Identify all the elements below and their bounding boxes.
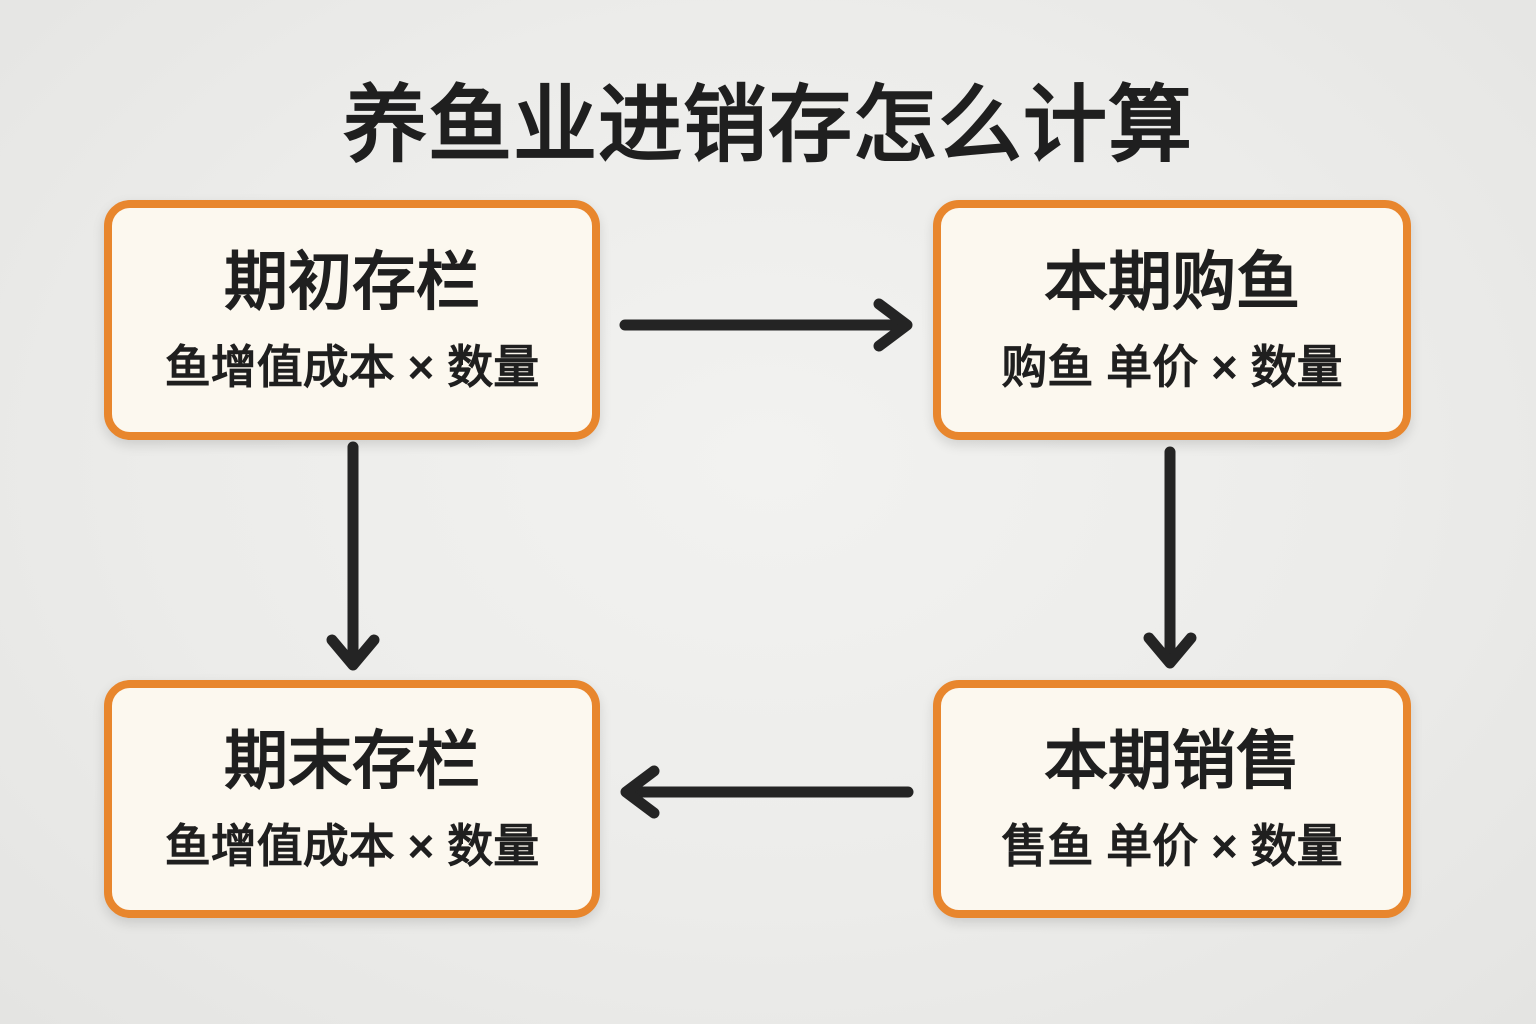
- node-opening-stock-formula: 鱼增值成本 × 数量: [164, 341, 540, 393]
- node-closing-stock: 期末存栏 鱼增值成本 × 数量: [104, 680, 600, 918]
- node-current-purchase-label: 本期购鱼: [1044, 246, 1300, 318]
- page-title: 养鱼业进销存怎么计算: [342, 78, 1193, 172]
- node-current-purchase-formula: 购鱼 单价 × 数量: [1001, 341, 1343, 393]
- node-opening-stock-label: 期初存栏: [224, 246, 480, 318]
- arrow-opening-to-purchase-icon: [619, 298, 913, 352]
- arrow-purchase-to-sales-icon: [1143, 446, 1197, 669]
- node-closing-stock-label: 期末存栏: [224, 725, 480, 797]
- node-opening-stock: 期初存栏 鱼增值成本 × 数量: [104, 200, 600, 440]
- node-closing-stock-formula: 鱼增值成本 × 数量: [164, 820, 540, 872]
- arrow-opening-to-closing-icon: [326, 441, 380, 671]
- arrow-sales-to-closing-icon: [620, 765, 914, 819]
- node-current-sales: 本期销售 售鱼 单价 × 数量: [933, 680, 1411, 918]
- node-current-sales-label: 本期销售: [1044, 725, 1300, 797]
- node-current-sales-formula: 售鱼 单价 × 数量: [1001, 820, 1343, 872]
- node-current-purchase: 本期购鱼 购鱼 单价 × 数量: [933, 200, 1411, 440]
